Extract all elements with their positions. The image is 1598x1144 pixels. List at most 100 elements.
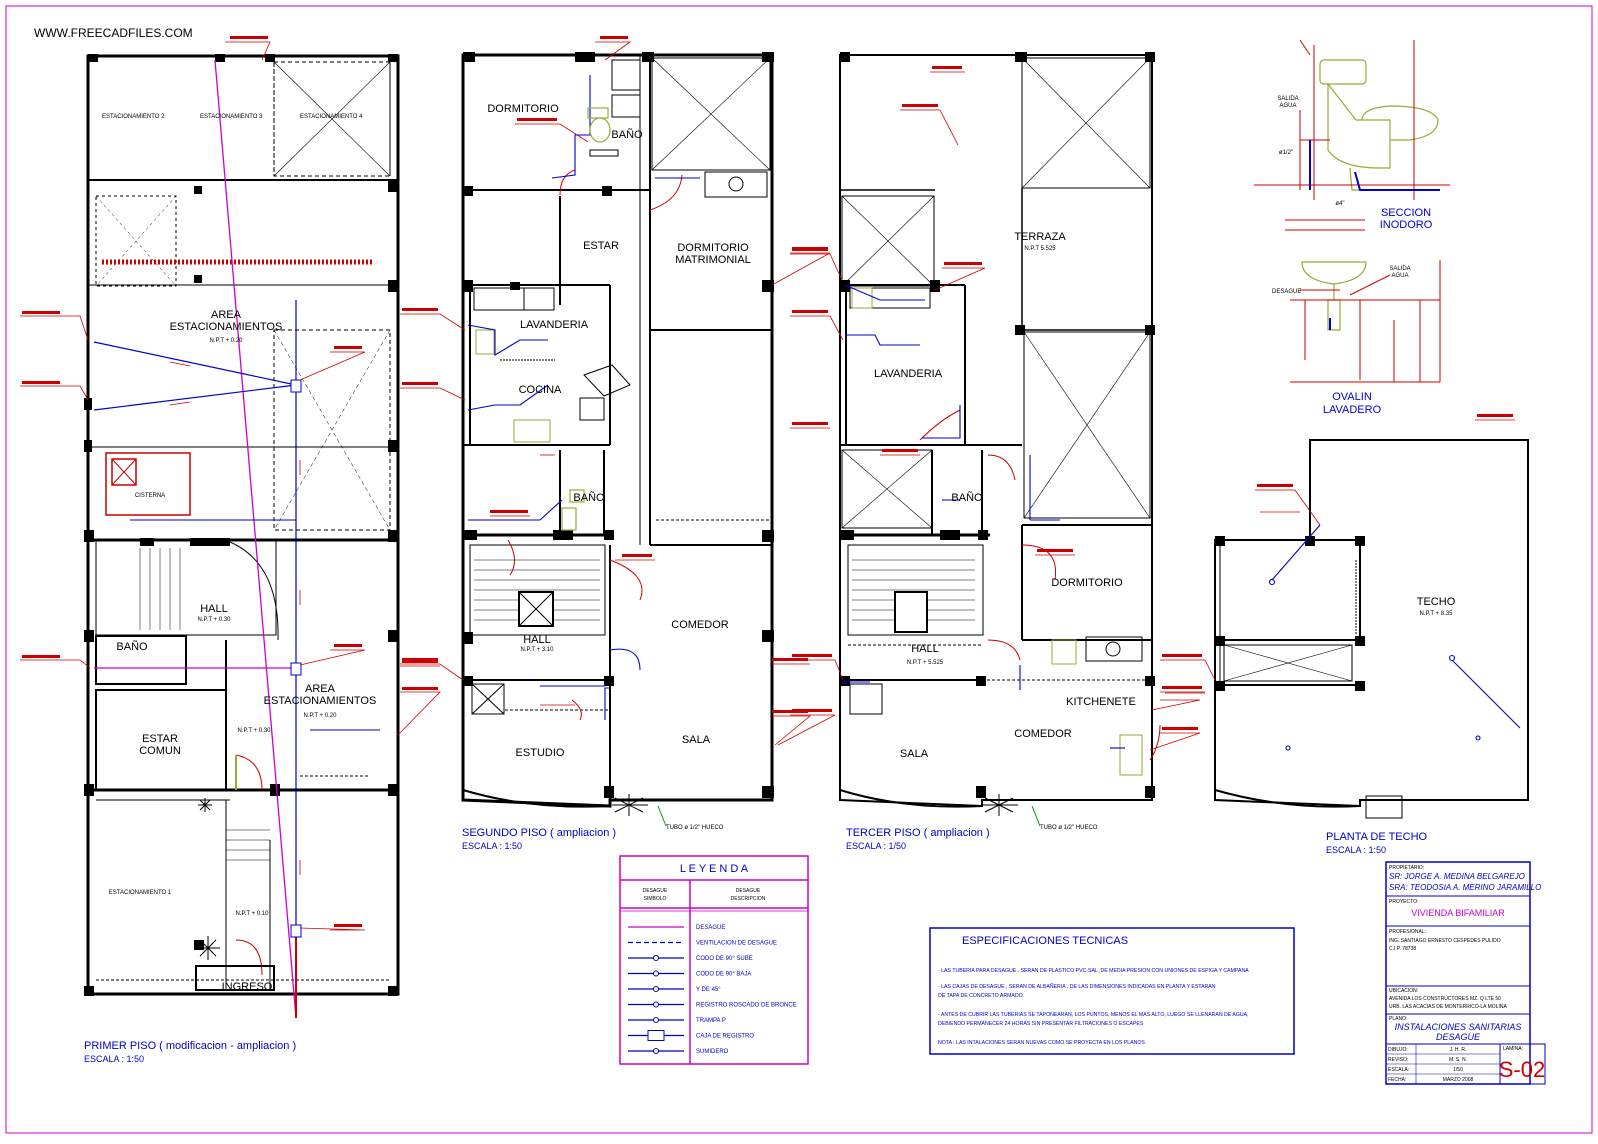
plant-icon xyxy=(196,798,220,960)
tercer-piso-plan xyxy=(777,52,1205,827)
label-tubo: TUBO ø 1/2" HUECO xyxy=(1040,825,1098,831)
legend-label: SUMIDERO xyxy=(696,1049,729,1055)
legend-row: CODO DE 90° BAJA xyxy=(628,970,751,978)
tb-fecha-label: FECHA: xyxy=(1388,1077,1406,1083)
tb-dibujo: J. H. R. xyxy=(1450,1047,1467,1053)
tb-prop-label: PROPIETARIO: xyxy=(1389,865,1424,871)
legend-label: Y DE 45° xyxy=(696,987,721,993)
npt-techo: N.P.T + 8.35 xyxy=(1420,611,1454,617)
label-bano: BAÑO xyxy=(116,640,148,653)
caja-registro-icon xyxy=(647,1030,665,1041)
label-tubo: TUBO ø 1/2" HUECO xyxy=(666,825,724,831)
label-comedor: COMEDOR xyxy=(671,619,729,631)
npt-estar: N.P.T + 0.30 xyxy=(238,728,272,734)
label-lavanderia: LAVANDERIA xyxy=(874,368,943,380)
title-tercer-piso: TERCER PISO ( ampliacion ) xyxy=(846,827,990,839)
title-segundo-piso: SEGUNDO PISO ( ampliacion ) xyxy=(462,827,616,839)
label-techo: TECHO xyxy=(1417,596,1456,608)
tb-prof1: ING. SANTIAGO ERNESTO CESPEDES PULIDO xyxy=(1389,938,1501,944)
tb-reviso-label: REVISO: xyxy=(1388,1057,1408,1063)
plant-icon xyxy=(612,794,648,816)
npt-hall: N.P.T + 0.30 xyxy=(198,617,232,623)
scale-tercer-piso: ESCALA : 1/50 xyxy=(846,841,906,851)
legend-row: REGISTRO ROSCADO DE BRONCE xyxy=(628,1001,797,1009)
tb-prof-label: PROFESIONAL: xyxy=(1389,929,1426,935)
up-icon xyxy=(653,955,659,961)
legend-label: CAJA DE REGISTRO xyxy=(696,1034,754,1040)
label-dormitorio: DORMITORIO xyxy=(1051,577,1123,589)
legend-label: REGISTRO ROSCADO DE BRONCE xyxy=(696,1003,797,1009)
label-ingreso: INGRESO xyxy=(222,981,273,993)
tb-lamina-label: LAMINA: xyxy=(1503,1046,1523,1052)
npt-hall: N.P.T + 5.525 xyxy=(907,660,944,666)
scale-planta-techo: ESCALA : 1:50 xyxy=(1326,845,1386,855)
plant-icon xyxy=(982,794,1018,816)
tb-dibujo-label: DIBUJO: xyxy=(1388,1047,1408,1053)
title-primer-piso: PRIMER PISO ( modificacion - ampliacion … xyxy=(84,1040,296,1052)
tb-reviso: M. S. N. xyxy=(1449,1057,1467,1063)
tb-plano1: INSTALACIONES SANITARIAS xyxy=(1395,1022,1522,1032)
planta-techo-plan xyxy=(1160,414,1529,819)
label-kitchenete: KITCHENETE xyxy=(1066,696,1136,708)
spec-line: - ANTES DE CUBRIR LAS TUBERIAS SE TAPONE… xyxy=(938,1012,1249,1018)
tb-fecha: MARZO 2008 xyxy=(1443,1077,1474,1083)
label-estar: ESTAR xyxy=(583,240,619,252)
label-pipe-four: ø4" xyxy=(1335,201,1344,207)
label-bano: BAÑO xyxy=(951,491,983,504)
legend-label: TRAMPA P xyxy=(696,1018,726,1024)
label-sala: SALA xyxy=(682,734,711,746)
legend-row: SUMIDERO xyxy=(628,1048,729,1055)
label-hall: HALL xyxy=(200,603,228,615)
tb-ubic1: AVENIDA LOS CONSTRUCTORES MZ. Q LTE 50 xyxy=(1389,996,1501,1002)
specs-title: ESPECIFICACIONES TECNICAS xyxy=(962,935,1128,947)
label-sala: SALA xyxy=(900,748,929,760)
legend-row: DESAGUE xyxy=(628,925,725,931)
label-bano-top: BAÑO xyxy=(611,128,643,141)
spec-line: - LAS CAJAS DE DESAGUE , SERAN DE ALBAÑE… xyxy=(938,983,1216,990)
legend-label: DESAGUE xyxy=(696,925,725,931)
label-est3: ESTACIONAMIENTO 3 xyxy=(200,114,263,120)
watermark: WWW.FREECADFILES.COM xyxy=(34,26,193,40)
tb-lamina: S-02 xyxy=(1499,1057,1545,1082)
tb-plano-label: PLANO: xyxy=(1389,1016,1407,1022)
label-terraza: TERRAZA xyxy=(1014,231,1066,243)
trap-icon xyxy=(653,1017,659,1023)
y-icon xyxy=(653,986,659,992)
legend-label: CODO DE 90° SUBE xyxy=(696,956,753,962)
legend-row: CAJA DE REGISTRO xyxy=(628,1030,754,1041)
reg-icon xyxy=(653,1001,659,1008)
label-est2: ESTACIONAMIENTO 2 xyxy=(102,114,165,120)
tb-plano2: DESAGUE xyxy=(1436,1032,1481,1042)
label-pipe-half: ø1/2" xyxy=(1279,150,1293,156)
label-lavanderia: LAVANDERIA xyxy=(520,319,589,331)
npt-terraza: N.P.T 5.525 xyxy=(1024,246,1056,252)
scale-segundo-piso: ESCALA : 1:50 xyxy=(462,841,522,851)
npt-area-mid: N.P.T + 0.20 xyxy=(304,713,338,719)
spec-line: DEBIENDO PERMANECER 24 HORAS SIN PRESENT… xyxy=(938,1021,1144,1027)
label-estudio: ESTUDIO xyxy=(516,747,565,759)
tb-prof2: C.I.P. 78738 xyxy=(1389,946,1416,952)
down-icon xyxy=(653,970,659,977)
spec-line: - LAS TUBERIA PARA DESAGUE , SERAN DE PL… xyxy=(938,968,1249,974)
npt-area-top: N.P.T + 0.20 xyxy=(210,338,244,344)
legend-label: CODO DE 90° BAJA xyxy=(696,972,751,978)
tb-escala-label: ESCALA: xyxy=(1388,1067,1409,1073)
legend-row: Y DE 45° xyxy=(628,986,721,993)
spec-line: DE TAPA DE CONCRETO ARMADO. xyxy=(938,993,1024,999)
label-dormitorio: DORMITORIO xyxy=(487,103,559,115)
legend-table xyxy=(619,855,809,1065)
tb-proyecto: VIVIENDA BIFAMILIAR xyxy=(1411,908,1505,918)
legend-row: TRAMPA P xyxy=(628,1017,726,1024)
tb-ubic-label: UBICACION: xyxy=(1389,988,1418,994)
